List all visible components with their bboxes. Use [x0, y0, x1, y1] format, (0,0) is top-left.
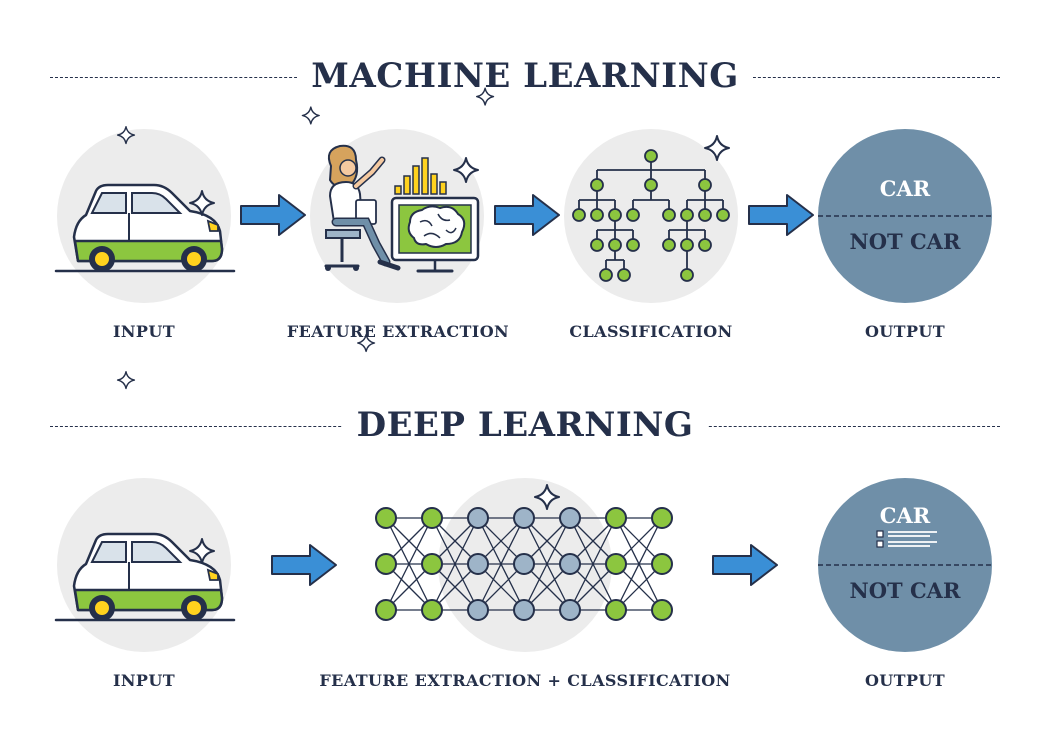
ml-output-circle: [818, 129, 992, 303]
dl-output-circle: [818, 478, 992, 652]
arrow-icon: [271, 544, 337, 586]
network-connection: [523, 517, 571, 611]
neural-network-icon: [375, 507, 673, 621]
network-node: [605, 553, 627, 575]
ml-output-positive: CAR: [880, 176, 931, 201]
network-connection: [385, 517, 433, 611]
network-node: [605, 507, 627, 529]
ml-rule-right: [728, 77, 1000, 78]
ml-rule-left: [50, 77, 322, 78]
network-connection: [615, 517, 663, 611]
dl-output-positive: CAR: [880, 503, 931, 528]
network-node: [513, 553, 535, 575]
ml-section-title: MACHINE LEARNING: [0, 56, 1050, 96]
network-node: [513, 507, 535, 529]
dl-section-title: DEEP LEARNING: [0, 405, 1050, 445]
network-node: [559, 553, 581, 575]
sparkle-icon: [116, 370, 136, 390]
network-node: [513, 599, 535, 621]
network-node: [651, 599, 673, 621]
network-connection: [431, 517, 479, 611]
dl-step-input-label: INPUT: [113, 671, 175, 690]
network-node: [651, 507, 673, 529]
network-node: [651, 553, 673, 575]
bar-chart-icon: [394, 157, 447, 195]
arrow-icon: [712, 544, 778, 586]
dl-step-output-label: OUTPUT: [864, 671, 946, 690]
network-node: [421, 599, 443, 621]
network-node: [421, 553, 443, 575]
network-node: [467, 553, 489, 575]
arrow-icon: [494, 194, 560, 236]
arrow-icon: [748, 194, 814, 236]
ml-step-classification-label: CLASSIFICATION: [569, 322, 733, 341]
network-connection: [477, 517, 525, 611]
ml-output-negative: NOT CAR: [850, 229, 961, 254]
network-node: [375, 507, 397, 529]
arrow-icon: [240, 194, 306, 236]
list-icon: [876, 530, 937, 548]
network-node: [375, 553, 397, 575]
person-at-computer-icon: [324, 144, 480, 273]
brain-icon: [407, 205, 466, 248]
network-node: [559, 507, 581, 529]
sparkle-icon: [475, 87, 495, 106]
network-node: [421, 507, 443, 529]
network-connection: [569, 517, 617, 611]
network-node: [605, 599, 627, 621]
dl-rule-left: [50, 426, 366, 427]
dl-rule-right: [684, 426, 1000, 427]
dl-step-feature-classification-label: FEATURE EXTRACTION + CLASSIFICATION: [319, 671, 731, 690]
network-node: [375, 599, 397, 621]
sparkle-icon: [301, 106, 320, 125]
ml-step-feature-label: FEATURE EXTRACTION: [286, 322, 510, 341]
dl-output-negative: NOT CAR: [850, 578, 961, 603]
ml-step-input-label: INPUT: [113, 322, 175, 341]
network-node: [467, 507, 489, 529]
network-node: [559, 599, 581, 621]
decision-tree-icon: [572, 149, 730, 282]
ml-step-output-label: OUTPUT: [864, 322, 946, 341]
network-node: [467, 599, 489, 621]
